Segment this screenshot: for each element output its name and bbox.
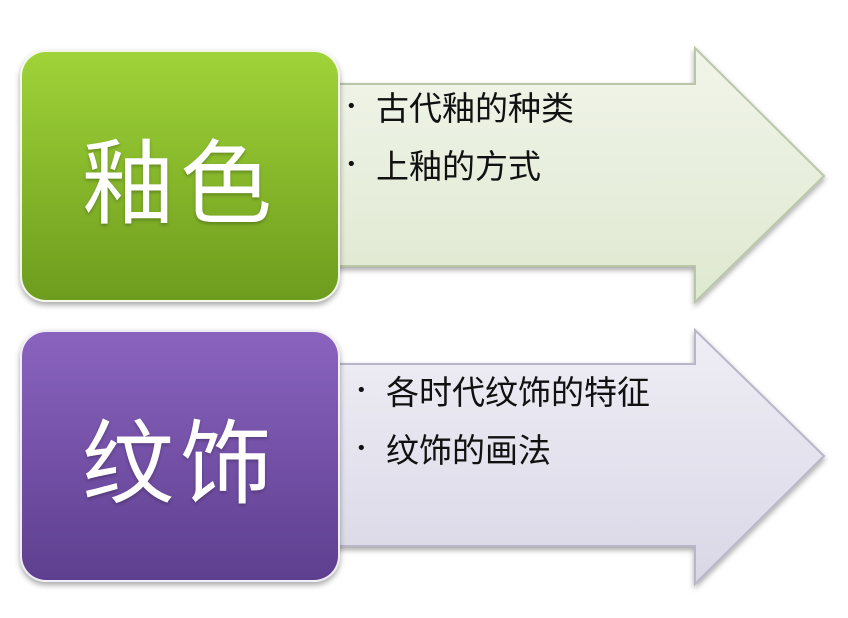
- pattern-tile: 纹饰: [20, 330, 340, 582]
- arrow-shape-glaze: [311, 45, 826, 305]
- pattern-bullet-list: • 各时代纹饰的特征 • 纹饰的画法: [356, 370, 650, 486]
- bullet-text: 上釉的方式: [376, 147, 541, 186]
- bullet-dot-icon: •: [346, 153, 357, 175]
- bullet-text: 古代釉的种类: [376, 89, 574, 128]
- bullet-dot-icon: •: [356, 437, 367, 459]
- bullet-text: 各时代纹饰的特征: [386, 373, 650, 412]
- list-item: • 各时代纹饰的特征: [356, 370, 650, 412]
- bullet-dot-icon: •: [356, 379, 367, 401]
- list-item: • 古代釉的种类: [346, 86, 574, 128]
- list-item: • 上釉的方式: [346, 144, 574, 186]
- glaze-title: 釉色: [81, 130, 278, 238]
- bullet-text: 纹饰的画法: [386, 431, 551, 470]
- glaze-tile: 釉色: [20, 50, 340, 302]
- pattern-title: 纹饰: [81, 410, 278, 518]
- bullet-dot-icon: •: [346, 95, 357, 117]
- arrow-shape-pattern: [311, 327, 826, 587]
- list-item: • 纹饰的画法: [356, 428, 650, 470]
- glaze-bullet-list: • 古代釉的种类 • 上釉的方式: [346, 86, 574, 202]
